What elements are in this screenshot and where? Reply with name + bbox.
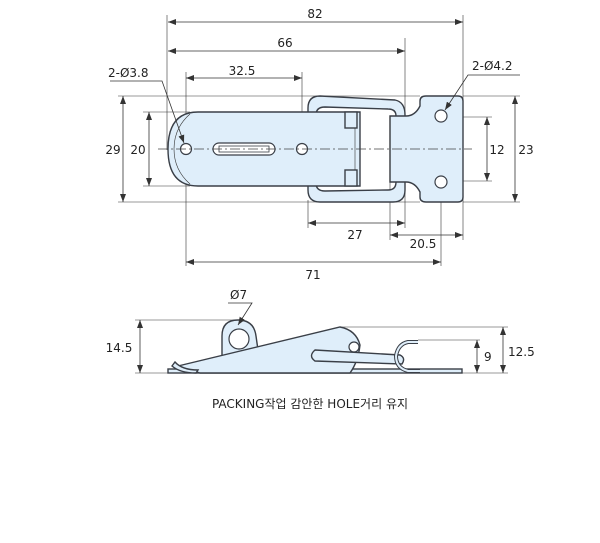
bail-ring (307, 95, 406, 203)
dim-12-5: 12.5 (508, 345, 535, 359)
dim-20: 20 (130, 143, 145, 157)
bracket-hole (434, 175, 448, 189)
dim-82: 82 (307, 7, 322, 21)
dim-9: 9 (484, 350, 492, 364)
dim-66: 66 (277, 36, 292, 50)
bail-arm (310, 349, 405, 365)
dim-71: 71 (305, 268, 320, 282)
dim-27: 27 (347, 228, 362, 242)
dim-14-5: 14.5 (106, 341, 133, 355)
dim-29: 29 (105, 143, 120, 157)
dim-20-5: 20.5 (410, 237, 437, 251)
dim-ring-diameter: Ø7 (230, 288, 247, 302)
callout-left-holes: 2-Ø3.8 (108, 66, 149, 80)
bracket-hole (434, 109, 448, 123)
caption: PACKING작업 감안한 HOLE거리 유지 (212, 397, 408, 411)
dim-12: 12 (489, 143, 504, 157)
keeper-bracket (389, 95, 464, 203)
ring-hole (228, 328, 250, 350)
dim-32-5: 32.5 (229, 64, 256, 78)
side-view: Ø7 14.5 9 12.5 (106, 288, 535, 374)
dim-23: 23 (518, 143, 533, 157)
latch-body (175, 326, 361, 374)
callout-right-holes: 2-Ø4.2 (472, 59, 513, 73)
hinge (344, 111, 358, 187)
top-view: 82 66 32.5 2-Ø3.8 2-Ø4.2 29 20 12 23 27 … (105, 7, 533, 282)
